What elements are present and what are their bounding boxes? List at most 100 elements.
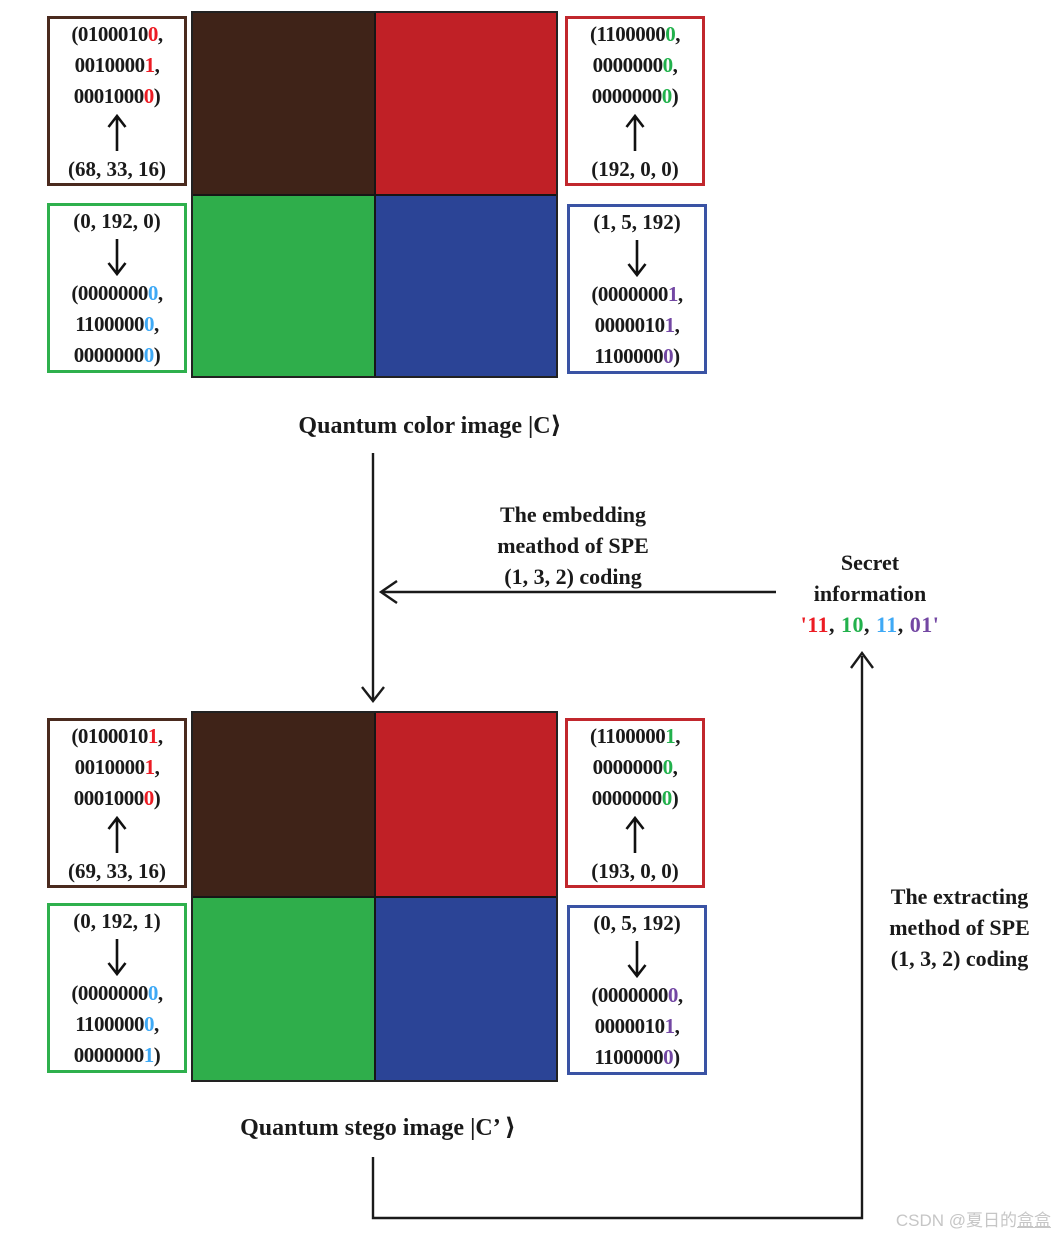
embedded-bit: 1: [143, 1042, 155, 1067]
binary-line: (01000100,: [71, 19, 163, 50]
annotation-box-bottom-left: (0, 192, 1) (00000000, 11000000, 0000000…: [47, 903, 187, 1073]
quadrant-red: [375, 13, 556, 194]
secret-bits: '11, 10, 11, 01': [770, 609, 970, 640]
embedded-bit: 1: [144, 52, 156, 77]
secret-label-line: information: [813, 581, 927, 606]
binary-bits: ,: [677, 281, 683, 306]
binary-line: 00000101,: [595, 310, 680, 341]
secret-label-line: Secret: [840, 550, 900, 575]
extracting-method-label: The extracting method of SPE (1, 3, 2) c…: [862, 881, 1057, 974]
binary-bits: ,: [675, 723, 681, 748]
bits-separator: ,: [863, 612, 876, 637]
binary-bits: ,: [157, 980, 163, 1005]
embedded-bit: 0: [143, 342, 155, 367]
binary-bits: 0000000: [591, 785, 663, 810]
binary-line: (00000000,: [71, 978, 163, 1009]
binary-bits: (0000000: [591, 982, 668, 1007]
embedded-bit: 0: [667, 982, 679, 1007]
up-arrow-icon: [625, 815, 645, 853]
binary-bits: 1100000: [594, 1044, 664, 1069]
secret-input-arrowhead: [378, 580, 398, 604]
binary-line: 11000000,: [75, 1009, 159, 1040]
decimal-rgb: (193, 0, 0): [591, 858, 679, 883]
binary-bits: ,: [674, 1013, 680, 1038]
binary-bits: 0001000: [73, 83, 145, 108]
bits-separator: ,: [897, 612, 910, 637]
binary-bits: ,: [154, 754, 160, 779]
binary-bits: ,: [157, 723, 163, 748]
binary-bits: ,: [157, 21, 163, 46]
annotation-box-top-left: (01000100, 00100001, 00010000) (68, 33, …: [47, 16, 187, 186]
binary-bits: 1100000: [75, 311, 145, 336]
binary-bits: ,: [154, 1011, 159, 1036]
binary-bits: 0010000: [74, 754, 146, 779]
binary-bits: ,: [675, 21, 681, 46]
binary-bits: 0000010: [594, 1013, 666, 1038]
binary-bits: 1100000: [594, 343, 664, 368]
binary-bits: (0100010: [71, 723, 148, 748]
annotation-box-top-right: (11000000, 00000000, 00000000) (192, 0, …: [565, 16, 705, 186]
binary-line: (11000001,: [589, 721, 681, 752]
embedded-bit: 0: [665, 21, 676, 46]
annotation-box-top-right: (11000001, 00000000, 00000000) (193, 0, …: [565, 718, 705, 888]
binary-bits: ,: [677, 982, 683, 1007]
binary-line: 00000000): [74, 340, 161, 371]
binary-line: 11000000): [594, 1042, 680, 1073]
down-arrow-icon: [627, 239, 647, 277]
quadrant-blue: [375, 897, 556, 1080]
binary-bits: (1100000: [589, 21, 666, 46]
up-arrow-icon: [107, 815, 127, 853]
binary-line: 11000000,: [75, 309, 159, 340]
embedded-bit: 0: [661, 83, 673, 108]
binary-bits: ): [153, 785, 161, 810]
watermark-text: CSDN @夏日的: [895, 1211, 1017, 1230]
binary-bits: (1100000: [589, 723, 666, 748]
binary-bits: 0001000: [73, 785, 145, 810]
embedded-bit: 1: [664, 1013, 676, 1038]
binary-line: 11000000): [594, 341, 680, 372]
binary-bits: ,: [672, 52, 678, 77]
quantum-stego-image: [191, 711, 558, 1082]
watermark: CSDN @夏日的盒盒: [896, 1206, 1051, 1231]
binary-bits: ,: [157, 280, 163, 305]
binary-bits: ): [671, 785, 679, 810]
binary-bits: 0000000: [73, 1042, 145, 1067]
binary-bits: ): [673, 1044, 680, 1069]
decimal-rgb: (69, 33, 16): [68, 858, 166, 883]
binary-bits: (0000000: [71, 980, 148, 1005]
embedded-bit: 1: [665, 723, 676, 748]
binary-line: (00000001,: [591, 279, 683, 310]
binary-bits: 0000000: [592, 52, 664, 77]
binary-line: 00100001,: [75, 50, 160, 81]
binary-bits: ): [671, 83, 679, 108]
annotation-box-bottom-right: (0, 5, 192) (00000000, 00000101, 1100000…: [567, 905, 707, 1075]
binary-line: 00000000,: [593, 752, 678, 783]
binary-line: 00100001,: [75, 752, 160, 783]
embedded-bit: 0: [662, 754, 674, 779]
binary-line: (11000000,: [589, 19, 681, 50]
embedded-bit: 0: [663, 343, 674, 368]
embedded-bit: 1: [144, 754, 156, 779]
binary-bits: ): [153, 1042, 161, 1067]
binary-line: 00000000): [592, 81, 679, 112]
annotation-box-bottom-right: (1, 5, 192) (00000001, 00000101, 1100000…: [567, 204, 707, 374]
binary-bits: 1100000: [75, 1011, 145, 1036]
extracting-label-line: The extracting: [890, 884, 1029, 909]
binary-line: 00000000): [592, 783, 679, 814]
embedded-bit: 0: [144, 311, 155, 336]
binary-line: 00010000): [74, 81, 161, 112]
quadrant-blue: [375, 195, 556, 376]
binary-bits: ,: [154, 52, 160, 77]
top-figure-caption: Quantum color image |C⟩: [298, 413, 562, 439]
binary-line: 00000000,: [593, 50, 678, 81]
embedded-bit: 0: [662, 52, 674, 77]
embedded-bit: 1: [664, 312, 676, 337]
embedded-bit: 0: [144, 1011, 155, 1036]
embedding-flow-arrowhead: [361, 686, 385, 703]
decimal-rgb: (192, 0, 0): [591, 156, 679, 181]
embedded-bit: 0: [147, 280, 159, 305]
annotation-box-bottom-left: (0, 192, 0) (00000000, 11000000, 0000000…: [47, 203, 187, 373]
binary-bits: ,: [154, 311, 159, 336]
quadrant-green: [193, 897, 374, 1080]
annotation-box-top-left: (01000101, 00100001, 00010000) (69, 33, …: [47, 718, 187, 888]
